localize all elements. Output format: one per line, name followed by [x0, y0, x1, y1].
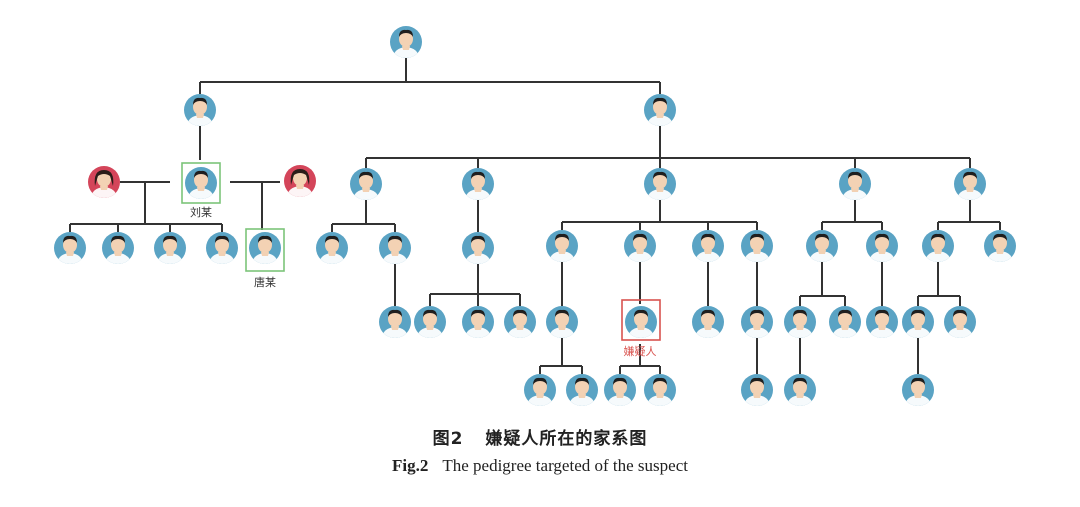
- male-person-icon: [566, 374, 598, 406]
- caption-cn-title: 嫌疑人所在的家系图: [485, 429, 648, 449]
- caption-chinese: 图2 嫌疑人所在的家系图: [0, 424, 1080, 449]
- male-person-icon: [741, 374, 773, 406]
- male-person-icon: [390, 26, 422, 58]
- male-person-icon: [922, 230, 954, 262]
- male-person-icon: [784, 306, 816, 338]
- male-person-icon: [741, 306, 773, 338]
- male-person-icon: [954, 168, 986, 200]
- male-person-icon: [54, 232, 86, 264]
- pedigree-diagram: 刘某 唐某 嫌疑人: [54, 26, 1016, 406]
- caption-english: Fig.2 The pedigree targeted of the suspec…: [0, 456, 1080, 476]
- female-person-icon: [88, 166, 120, 198]
- male-person-icon: [902, 374, 934, 406]
- male-person-icon: [414, 306, 446, 338]
- male-person-icon: [249, 232, 281, 264]
- male-person-icon: [546, 306, 578, 338]
- male-person-icon: [839, 168, 871, 200]
- male-person-icon: [644, 374, 676, 406]
- male-person-icon: [206, 232, 238, 264]
- highlight-boxes: [181, 162, 661, 341]
- male-person-icon: [154, 232, 186, 264]
- male-person-icon: [524, 374, 556, 406]
- male-person-icon: [316, 232, 348, 264]
- people: [54, 26, 1016, 406]
- male-person-icon: [902, 306, 934, 338]
- male-person-icon: [692, 306, 724, 338]
- caption-cn-number: 图2: [432, 429, 464, 449]
- male-person-icon: [504, 306, 536, 338]
- male-person-icon: [625, 306, 657, 338]
- male-person-icon: [462, 232, 494, 264]
- male-person-icon: [829, 306, 861, 338]
- male-person-icon: [644, 168, 676, 200]
- caption-en-title: The pedigree targeted of the suspect: [442, 456, 688, 475]
- male-person-icon: [546, 230, 578, 262]
- male-person-icon: [866, 306, 898, 338]
- male-person-icon: [185, 167, 217, 199]
- pedigree-lines: [69, 58, 1001, 374]
- male-person-icon: [604, 374, 636, 406]
- highlight-box: [621, 299, 661, 341]
- male-person-icon: [984, 230, 1016, 262]
- male-person-icon: [806, 230, 838, 262]
- highlight-box: [181, 162, 221, 204]
- male-person-icon: [350, 168, 382, 200]
- caption-en-number: Fig.2: [392, 456, 429, 475]
- male-person-icon: [866, 230, 898, 262]
- male-person-icon: [184, 94, 216, 126]
- male-person-icon: [741, 230, 773, 262]
- male-person-icon: [462, 306, 494, 338]
- male-person-icon: [102, 232, 134, 264]
- male-person-icon: [624, 230, 656, 262]
- male-person-icon: [644, 94, 676, 126]
- male-person-icon: [692, 230, 724, 262]
- highlight-box: [245, 228, 285, 272]
- label-liu: 刘某: [190, 206, 212, 219]
- male-person-icon: [379, 232, 411, 264]
- male-person-icon: [944, 306, 976, 338]
- label-suspect: 嫌疑人: [624, 344, 657, 358]
- male-person-icon: [462, 168, 494, 200]
- male-person-icon: [379, 306, 411, 338]
- male-person-icon: [784, 374, 816, 406]
- label-tang: 唐某: [254, 275, 276, 289]
- female-person-icon: [284, 165, 316, 197]
